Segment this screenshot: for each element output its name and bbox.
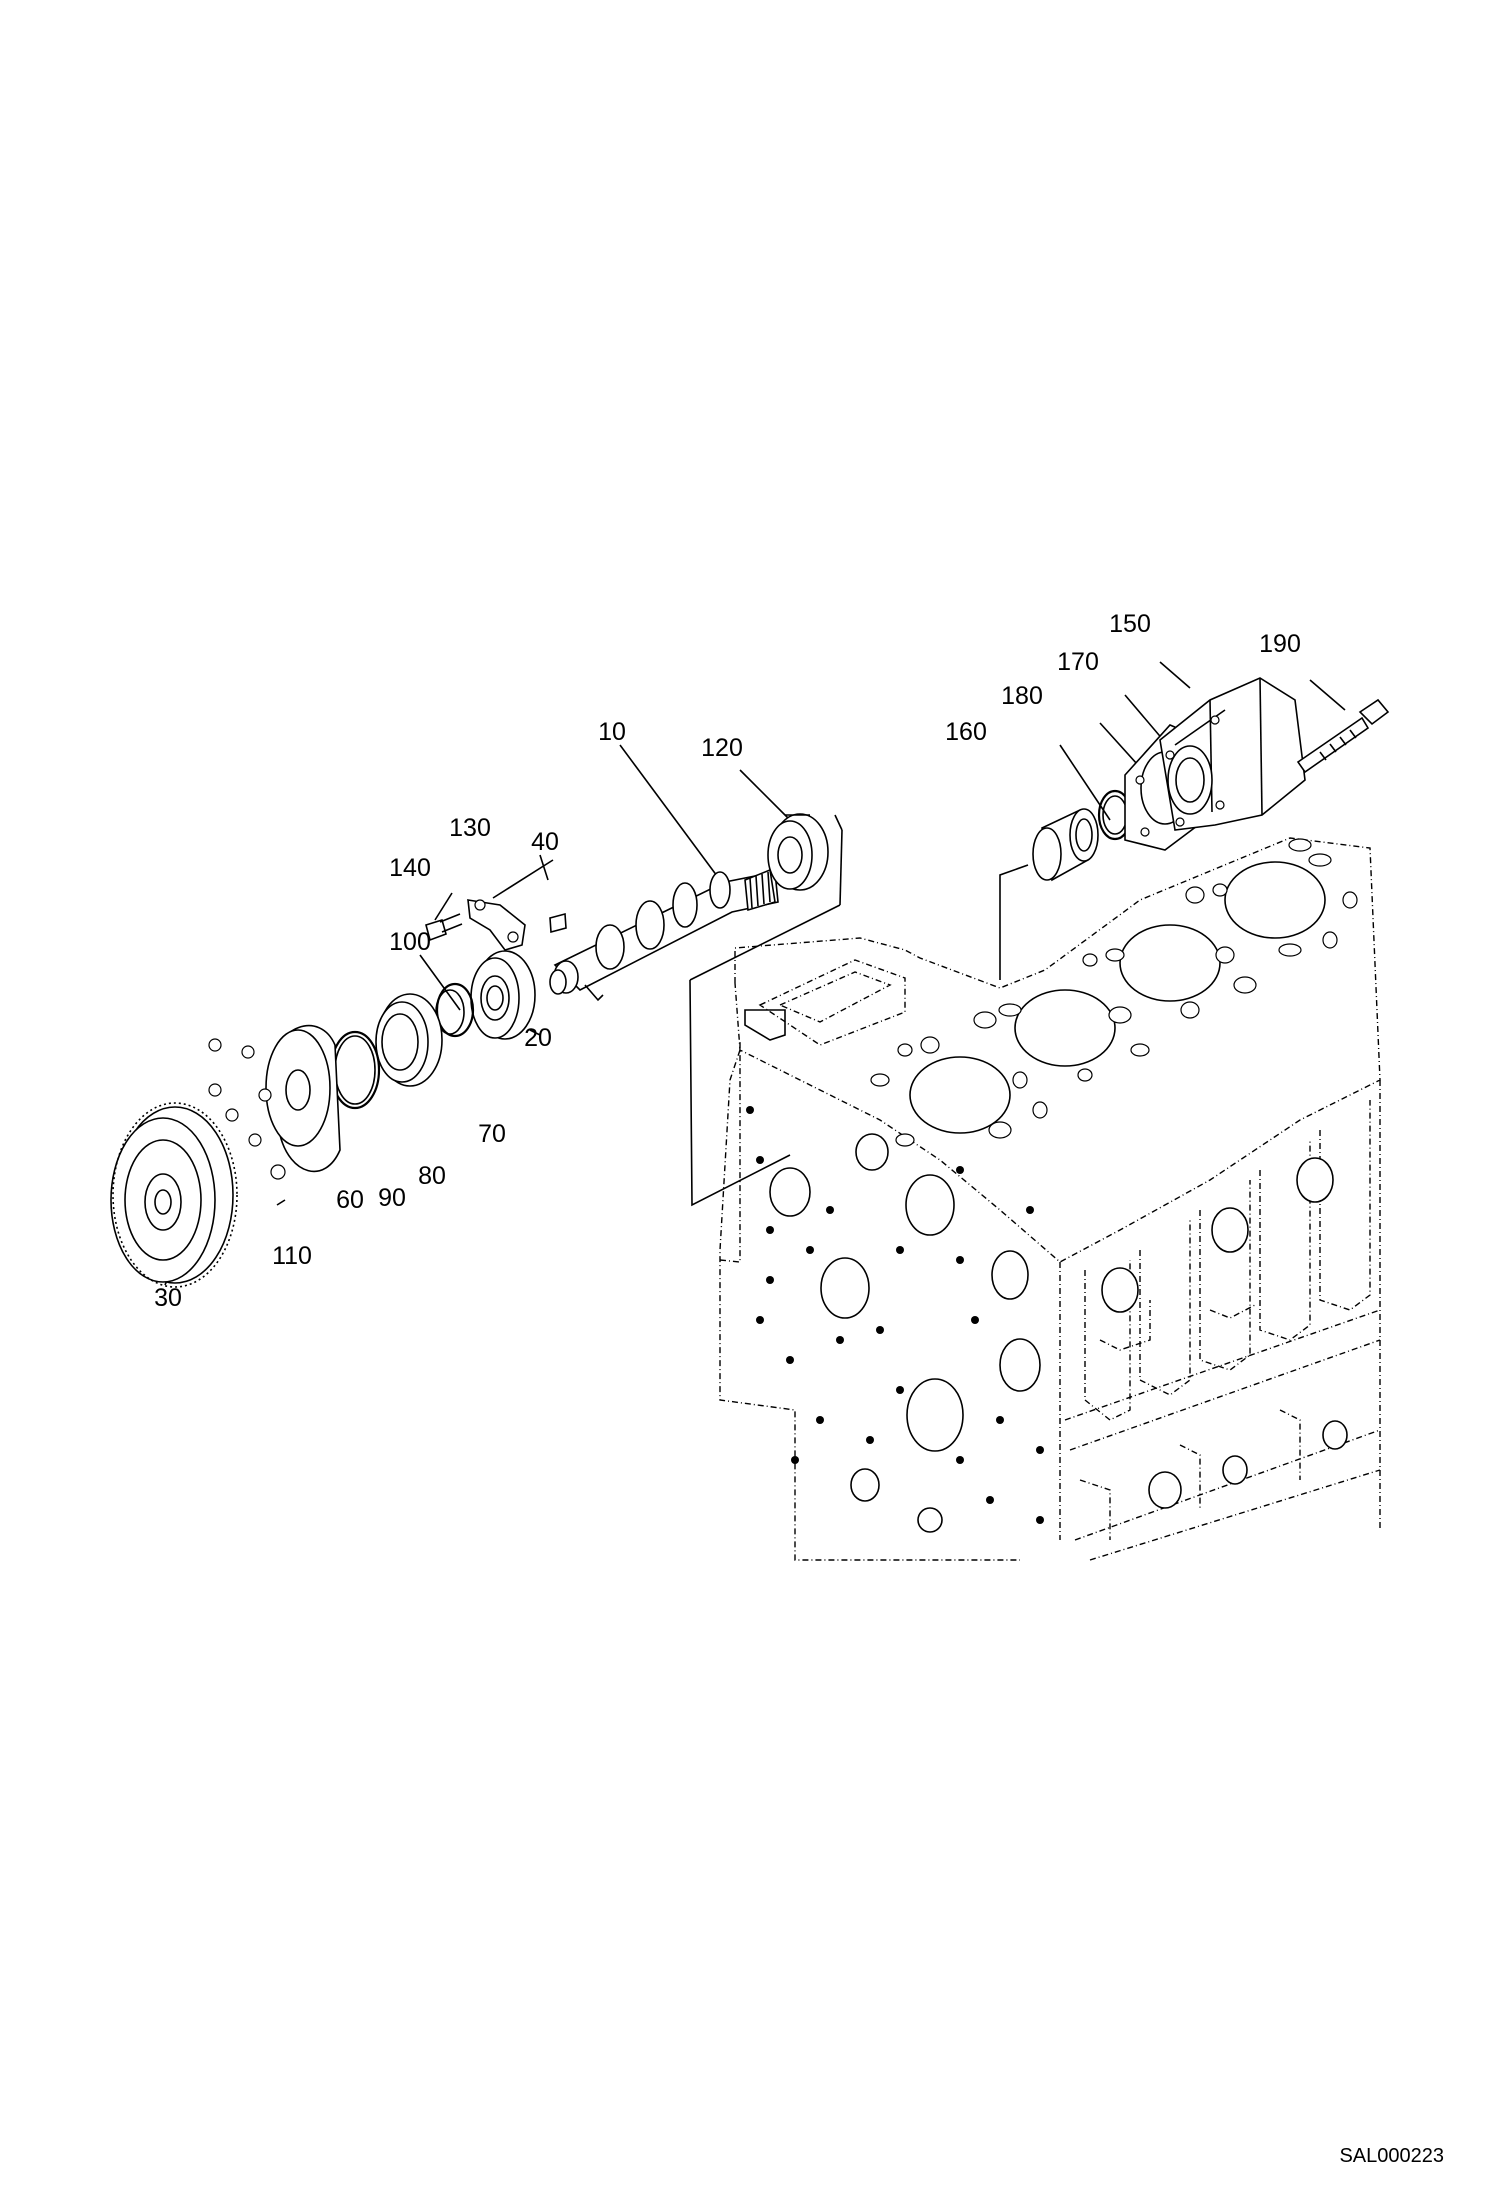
callout-120: 120 — [701, 734, 743, 762]
face-hole — [756, 1316, 764, 1324]
face-hole — [816, 1416, 824, 1424]
deck-hole — [895, 1133, 915, 1147]
deck-hole — [1130, 1043, 1150, 1057]
face-hole — [866, 1436, 874, 1444]
callout-150: 150 — [1109, 610, 1151, 638]
callout-labels: 10 20 30 40 60 70 80 90 100 110 120 130 140 150 160 170… — [154, 610, 1301, 1312]
deck-hole — [1105, 948, 1125, 962]
engine-block — [719, 837, 1381, 1561]
face-hole — [956, 1166, 964, 1174]
bolt-190 — [1296, 698, 1390, 774]
face-hole — [1036, 1516, 1044, 1524]
callout-40: 40 — [531, 828, 559, 856]
camshaft — [549, 868, 779, 1002]
deck-hole — [1288, 838, 1312, 852]
gear-30 — [110, 1102, 238, 1288]
deck-hole — [1278, 943, 1302, 957]
callout-70: 70 — [478, 1120, 506, 1148]
face-hole — [746, 1106, 754, 1114]
deck-hole — [1082, 953, 1098, 967]
callout-30: 30 — [154, 1284, 182, 1312]
deck-hole — [998, 1003, 1022, 1017]
face-hole — [766, 1276, 774, 1284]
face-hole — [826, 1206, 834, 1214]
callout-180: 180 — [1001, 682, 1043, 710]
face-hole — [756, 1156, 764, 1164]
callout-130: 130 — [449, 814, 491, 842]
deck-hole — [1215, 946, 1235, 964]
face-hole — [766, 1226, 774, 1234]
callout-20: 20 — [524, 1024, 552, 1052]
collar-80 — [375, 993, 443, 1087]
deck-hole — [1322, 931, 1338, 949]
bearing-120 — [767, 813, 829, 891]
deck-hole — [897, 1043, 913, 1057]
deck-hole — [1185, 886, 1205, 904]
bearing-20 — [470, 950, 536, 1040]
callout-110: 110 — [272, 1242, 312, 1270]
deck-hole — [1077, 1068, 1093, 1082]
bolt-140 — [425, 913, 463, 942]
face-hole — [896, 1246, 904, 1254]
bush-160 — [1032, 808, 1099, 882]
face-hole — [1026, 1206, 1034, 1214]
deck-hole — [1012, 1071, 1028, 1089]
plate-60 — [265, 1025, 341, 1173]
deck-hole — [870, 1073, 890, 1087]
deck-hole — [1342, 891, 1358, 909]
deck-hole — [1233, 976, 1257, 994]
stopper-plate-130 — [467, 899, 526, 951]
deck-hole — [988, 1121, 1012, 1139]
face-hole — [786, 1356, 794, 1364]
deck-hole — [1180, 1001, 1200, 1019]
face-hole — [791, 1456, 799, 1464]
face-hole — [956, 1456, 964, 1464]
face-hole — [986, 1496, 994, 1504]
face-hole — [896, 1386, 904, 1394]
deck-hole — [1308, 853, 1332, 867]
deck-hole — [1108, 1006, 1132, 1024]
callout-90: 90 — [378, 1184, 406, 1212]
bolts-110 — [208, 1038, 286, 1180]
callout-140: 140 — [389, 854, 431, 882]
callout-10: 10 — [598, 718, 626, 746]
pump-body-150 — [1159, 677, 1306, 831]
figure-code: SAL000223 — [1339, 2145, 1444, 2167]
callout-190: 190 — [1259, 630, 1301, 658]
face-hole — [806, 1246, 814, 1254]
key-40 — [549, 912, 567, 934]
deck-hole — [920, 1036, 940, 1054]
face-hole — [876, 1326, 884, 1334]
callout-160: 160 — [945, 718, 987, 746]
callout-170: 170 — [1057, 648, 1099, 676]
face-hole — [836, 1336, 844, 1344]
deck-hole — [1212, 883, 1228, 897]
deck-hole — [1032, 1101, 1048, 1119]
deck-hole — [973, 1011, 997, 1029]
callout-60: 60 — [336, 1186, 364, 1214]
face-hole — [996, 1416, 1004, 1424]
face-hole — [956, 1256, 964, 1264]
face-hole — [971, 1316, 979, 1324]
callout-100: 100 — [389, 928, 431, 956]
face-hole — [1036, 1446, 1044, 1454]
callout-80: 80 — [418, 1162, 446, 1190]
